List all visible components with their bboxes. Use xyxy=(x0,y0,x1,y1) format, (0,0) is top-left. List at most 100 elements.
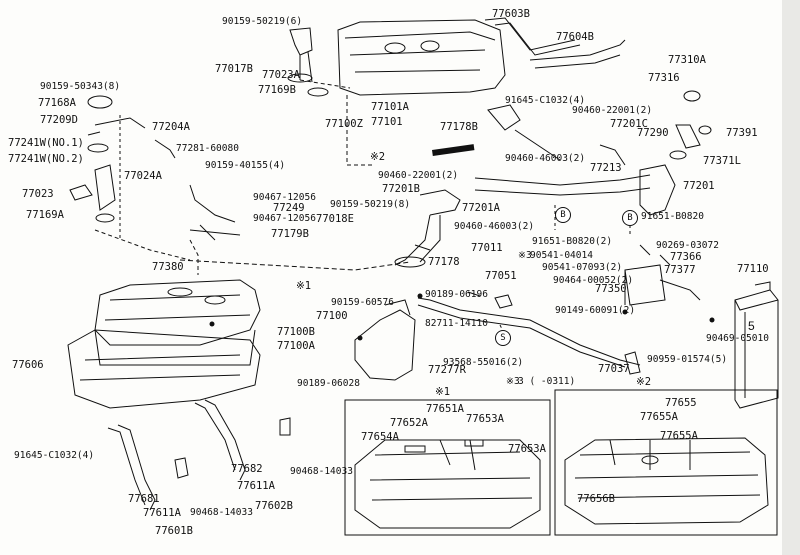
part-label: 90189-06196 xyxy=(425,289,488,300)
part-label: 77611A xyxy=(143,507,181,519)
legend-1-marker: ※1 xyxy=(435,386,451,398)
part-label: 77100Z xyxy=(325,118,363,130)
part-label: 77201A xyxy=(462,202,500,214)
part-label: 77310A xyxy=(668,54,706,66)
part-label: 77169A xyxy=(26,209,64,221)
note-2-marker: ※2 xyxy=(370,151,386,163)
part-label: 77169B xyxy=(258,84,296,96)
part-label: 77037 xyxy=(598,363,630,375)
part-label: 77606 xyxy=(12,359,44,371)
part-label: 90269-03072 xyxy=(656,240,719,251)
part-label: 90464-00052(2) xyxy=(553,275,634,286)
note-1-marker: ※1 xyxy=(296,280,312,292)
part-label: 90469-05010 xyxy=(706,333,769,344)
part-label: 77656B xyxy=(577,493,615,505)
part-label: 90460-46003(2) xyxy=(505,153,586,164)
part-label: 77602B xyxy=(255,500,293,512)
part-label: 77201C xyxy=(610,118,648,130)
part-label: 77655 xyxy=(665,397,697,409)
part-label: 90159-40155(4) xyxy=(205,160,286,171)
part-label: 90189-06028 xyxy=(297,378,360,389)
circle-B-marker: B xyxy=(555,207,571,223)
part-label: 77100 xyxy=(316,310,348,322)
part-label: 77213 xyxy=(590,162,622,174)
part-label: 77100A xyxy=(277,340,315,352)
part-label: 77350 xyxy=(595,283,627,295)
part-label: 90460-22001(2) xyxy=(572,105,653,116)
part-label: 90541-07093(2) xyxy=(542,262,623,273)
part-label: 91645-C1032(4) xyxy=(14,450,95,461)
part-label: 77178B xyxy=(440,121,478,133)
part-label: 77277R xyxy=(428,364,466,376)
part-label: 91651-B0820 xyxy=(641,211,704,222)
part-label: 82711-14110 xyxy=(425,318,488,329)
note-3-marker: ※3 xyxy=(518,250,532,261)
part-label: 77655A xyxy=(660,430,698,442)
part-label: 90159-50343(8) xyxy=(40,81,121,92)
part-label: 77391 xyxy=(726,127,758,139)
part-label: 77377 xyxy=(664,264,696,276)
part-label: 90460-46003(2) xyxy=(454,221,535,232)
part-label: 77611A xyxy=(237,480,275,492)
part-label: 77604B xyxy=(556,31,594,43)
part-label: 77249 xyxy=(273,202,305,214)
part-label: 77017B xyxy=(215,63,253,75)
part-label: 77011 xyxy=(471,242,503,254)
part-label: 77023 xyxy=(22,188,54,200)
part-label: 77024A xyxy=(124,170,162,182)
part-label: 77601B xyxy=(155,525,193,537)
circle-S-marker: S xyxy=(495,330,511,346)
part-label: 77316 xyxy=(648,72,680,84)
svg-text:5: 5 xyxy=(748,319,755,333)
note-3-marker: ※3 xyxy=(506,376,520,387)
part-label: 77653A xyxy=(466,413,504,425)
part-label: 77681 xyxy=(128,493,160,505)
part-label: 77371L xyxy=(703,155,741,167)
part-label: 77651A xyxy=(426,403,464,415)
part-label: 77241W(NO.1) xyxy=(8,137,84,149)
part-label: 77682 xyxy=(231,463,263,475)
part-label: 77654A xyxy=(361,431,399,443)
part-label: 77018E xyxy=(316,213,354,225)
part-label: 77168A xyxy=(38,97,76,109)
part-label: 90149-60091(2) xyxy=(555,305,636,316)
part-label: 77204A xyxy=(152,121,190,133)
part-label: 90541-04014 xyxy=(530,250,593,261)
part-label: 90159-50219(8) xyxy=(330,199,411,210)
diagram-artwork: 5 xyxy=(67,17,779,536)
part-label: 77101A xyxy=(371,101,409,113)
part-label: 77023A xyxy=(262,69,300,81)
part-label: 77209D xyxy=(40,114,78,126)
part-label: 90959-01574(5) xyxy=(647,354,728,365)
part-label: 90467-12056 xyxy=(253,192,316,203)
part-label: 90467-12056 xyxy=(253,213,316,224)
part-label: 77603B xyxy=(492,8,530,20)
part-label: 77100B xyxy=(277,326,315,338)
circle-B-marker: B xyxy=(622,210,638,226)
part-label: 77290 xyxy=(637,127,669,139)
part-label: 77179B xyxy=(271,228,309,240)
part-label: 77178 xyxy=(428,256,460,268)
part-label: 77051 xyxy=(485,270,517,282)
part-label: 90468-14033 xyxy=(290,466,353,477)
part-label: 93568-55016(2) xyxy=(443,357,524,368)
part-label: 77652A xyxy=(390,417,428,429)
part-label: 90159-60576 xyxy=(331,297,394,308)
part-label: 77241W(NO.2) xyxy=(8,153,84,165)
legend-2-marker: ※2 xyxy=(636,376,652,388)
part-label: 77366 xyxy=(670,251,702,263)
page-edge xyxy=(782,0,800,555)
part-label: 77101 xyxy=(371,116,403,128)
part-label: 77653A xyxy=(508,443,546,455)
part-label: 91651-B0820(2) xyxy=(532,236,613,247)
part-label: 77201B xyxy=(382,183,420,195)
part-label: 90159-50219(6) xyxy=(222,16,303,27)
part-label: 77655A xyxy=(640,411,678,423)
part-label: 91645-C1032(4) xyxy=(505,95,586,106)
part-label: 77110 xyxy=(737,263,769,275)
part-label: 90468-14033 xyxy=(190,507,253,518)
part-label: 77380 xyxy=(152,261,184,273)
note-3-text: 3 ( -0311) xyxy=(518,376,576,387)
part-label: 90460-22001(2) xyxy=(378,170,459,181)
